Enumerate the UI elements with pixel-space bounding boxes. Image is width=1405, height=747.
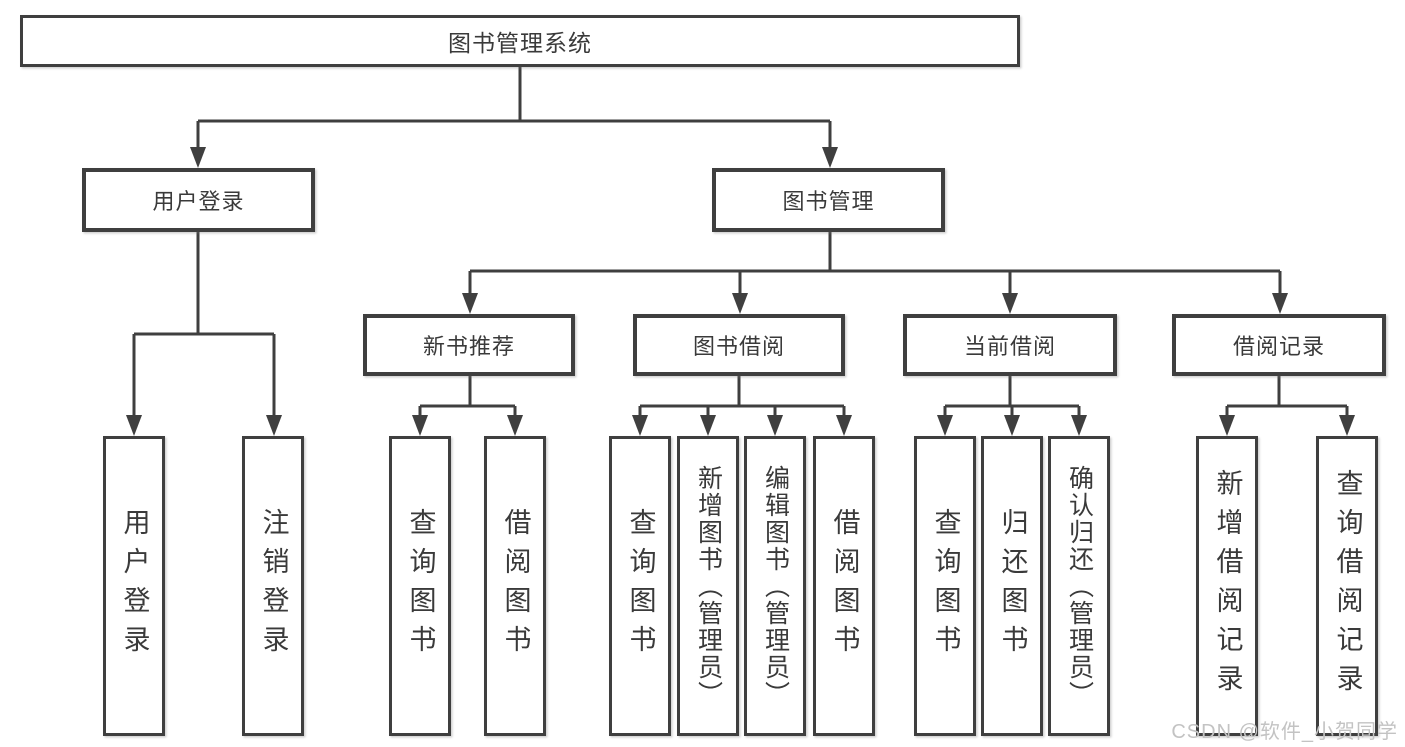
connector-book-borrow-to-leaves xyxy=(632,376,852,436)
node-borrow-record-label: 借阅记录 xyxy=(1232,334,1325,359)
connector-current-borrow-to-leaves xyxy=(937,376,1087,436)
leaf-cb-confirm-return-label: 确认归还（管理员） xyxy=(1065,464,1094,708)
leaf-bb-query-book: 查询图书 xyxy=(609,436,671,736)
leaf-user-login: 用户登录 xyxy=(103,436,165,736)
leaf-br-query-record: 查询借阅记录 xyxy=(1316,436,1378,736)
node-user-login-label: 用户登录 xyxy=(152,189,245,214)
leaf-nb-query-book: 查询图书 xyxy=(389,436,451,736)
leaf-bb-add-book-label: 新增图书（管理员） xyxy=(694,464,723,708)
leaf-user-login-label: 用户登录 xyxy=(119,508,150,664)
connector-user-login-to-leaves xyxy=(126,232,282,436)
node-new-book-recommend: 新书推荐 xyxy=(363,314,575,376)
leaf-bb-borrow-book: 借阅图书 xyxy=(813,436,875,736)
leaf-nb-borrow-book: 借阅图书 xyxy=(484,436,546,736)
node-user-login: 用户登录 xyxy=(82,168,315,232)
node-library-management-system-label: 图书管理系统 xyxy=(448,30,592,56)
leaf-bb-add-book: 新增图书（管理员） xyxy=(677,436,739,736)
leaf-br-add-record-label: 新增借阅记录 xyxy=(1212,469,1243,703)
leaf-nb-borrow-book-label: 借阅图书 xyxy=(500,508,531,664)
leaf-bb-edit-book-label: 编辑图书（管理员） xyxy=(761,464,790,708)
leaf-bb-borrow-book-label: 借阅图书 xyxy=(829,508,860,664)
leaf-nb-query-book-label: 查询图书 xyxy=(405,508,436,664)
node-book-borrow-label: 图书借阅 xyxy=(692,334,785,359)
leaf-cb-confirm-return: 确认归还（管理员） xyxy=(1048,436,1110,736)
node-book-borrow: 图书借阅 xyxy=(633,314,845,376)
leaf-cb-return-book-label: 归还图书 xyxy=(997,508,1028,664)
node-book-management-label: 图书管理 xyxy=(782,189,875,214)
leaf-br-add-record: 新增借阅记录 xyxy=(1196,436,1258,736)
node-library-management-system: 图书管理系统 xyxy=(20,15,1020,67)
node-current-borrow-label: 当前借阅 xyxy=(963,334,1056,359)
node-book-management: 图书管理 xyxy=(712,168,945,232)
connector-new-book-recommend-to-leaves xyxy=(412,376,523,436)
leaf-logout-label: 注销登录 xyxy=(258,508,289,664)
node-new-book-recommend-label: 新书推荐 xyxy=(422,334,515,359)
node-current-borrow: 当前借阅 xyxy=(903,314,1117,376)
connector-root-to-level2 xyxy=(190,67,838,168)
leaf-br-query-record-label: 查询借阅记录 xyxy=(1332,469,1363,703)
connector-borrow-record-to-leaves xyxy=(1219,376,1355,436)
leaf-cb-query-book-label: 查询图书 xyxy=(930,508,961,664)
leaf-cb-query-book: 查询图书 xyxy=(914,436,976,736)
node-borrow-record: 借阅记录 xyxy=(1172,314,1386,376)
leaf-logout: 注销登录 xyxy=(242,436,304,736)
leaf-bb-query-book-label: 查询图书 xyxy=(625,508,656,664)
leaf-cb-return-book: 归还图书 xyxy=(981,436,1043,736)
watermark: CSDN @软件_小贺同学 xyxy=(1171,721,1398,743)
leaf-bb-edit-book: 编辑图书（管理员） xyxy=(744,436,806,736)
connector-book-management-to-level3 xyxy=(462,232,1288,314)
